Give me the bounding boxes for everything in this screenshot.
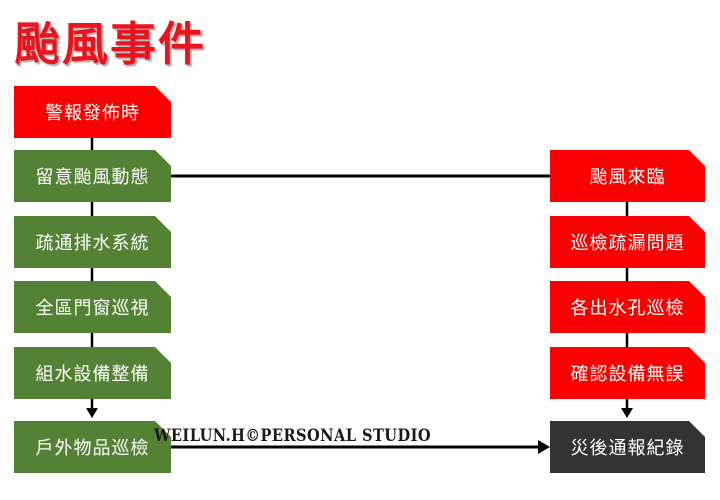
studio-watermark: WEILUN.H©PERSONAL STUDIO — [154, 426, 432, 446]
step-monitor-typhoon: 留意颱風動態 — [14, 150, 171, 202]
step-post-disaster-report: 災後通報紀錄 — [550, 421, 705, 473]
step-outdoor-items-check: 戶外物品巡檢 — [14, 421, 171, 473]
step-check-omissions: 巡檢疏漏問題 — [550, 216, 705, 268]
page-title: 颱風事件 — [14, 17, 206, 71]
step-prepare-water-equipment: 組水設備整備 — [14, 347, 171, 399]
right-arrow-icon — [621, 408, 633, 418]
step-confirm-equipment: 確認設備無誤 — [550, 347, 705, 399]
step-inspect-windows: 全區門窗巡視 — [14, 281, 171, 333]
step-typhoon-arrival: 颱風來臨 — [550, 150, 705, 202]
step-alert-issued: 警報發佈時 — [14, 86, 171, 138]
bottom-arrow-icon — [538, 440, 550, 454]
left-arrow-icon — [86, 408, 98, 418]
step-clear-drainage: 疏通排水系統 — [14, 216, 171, 268]
step-check-outlets: 各出水孔巡檢 — [550, 281, 705, 333]
